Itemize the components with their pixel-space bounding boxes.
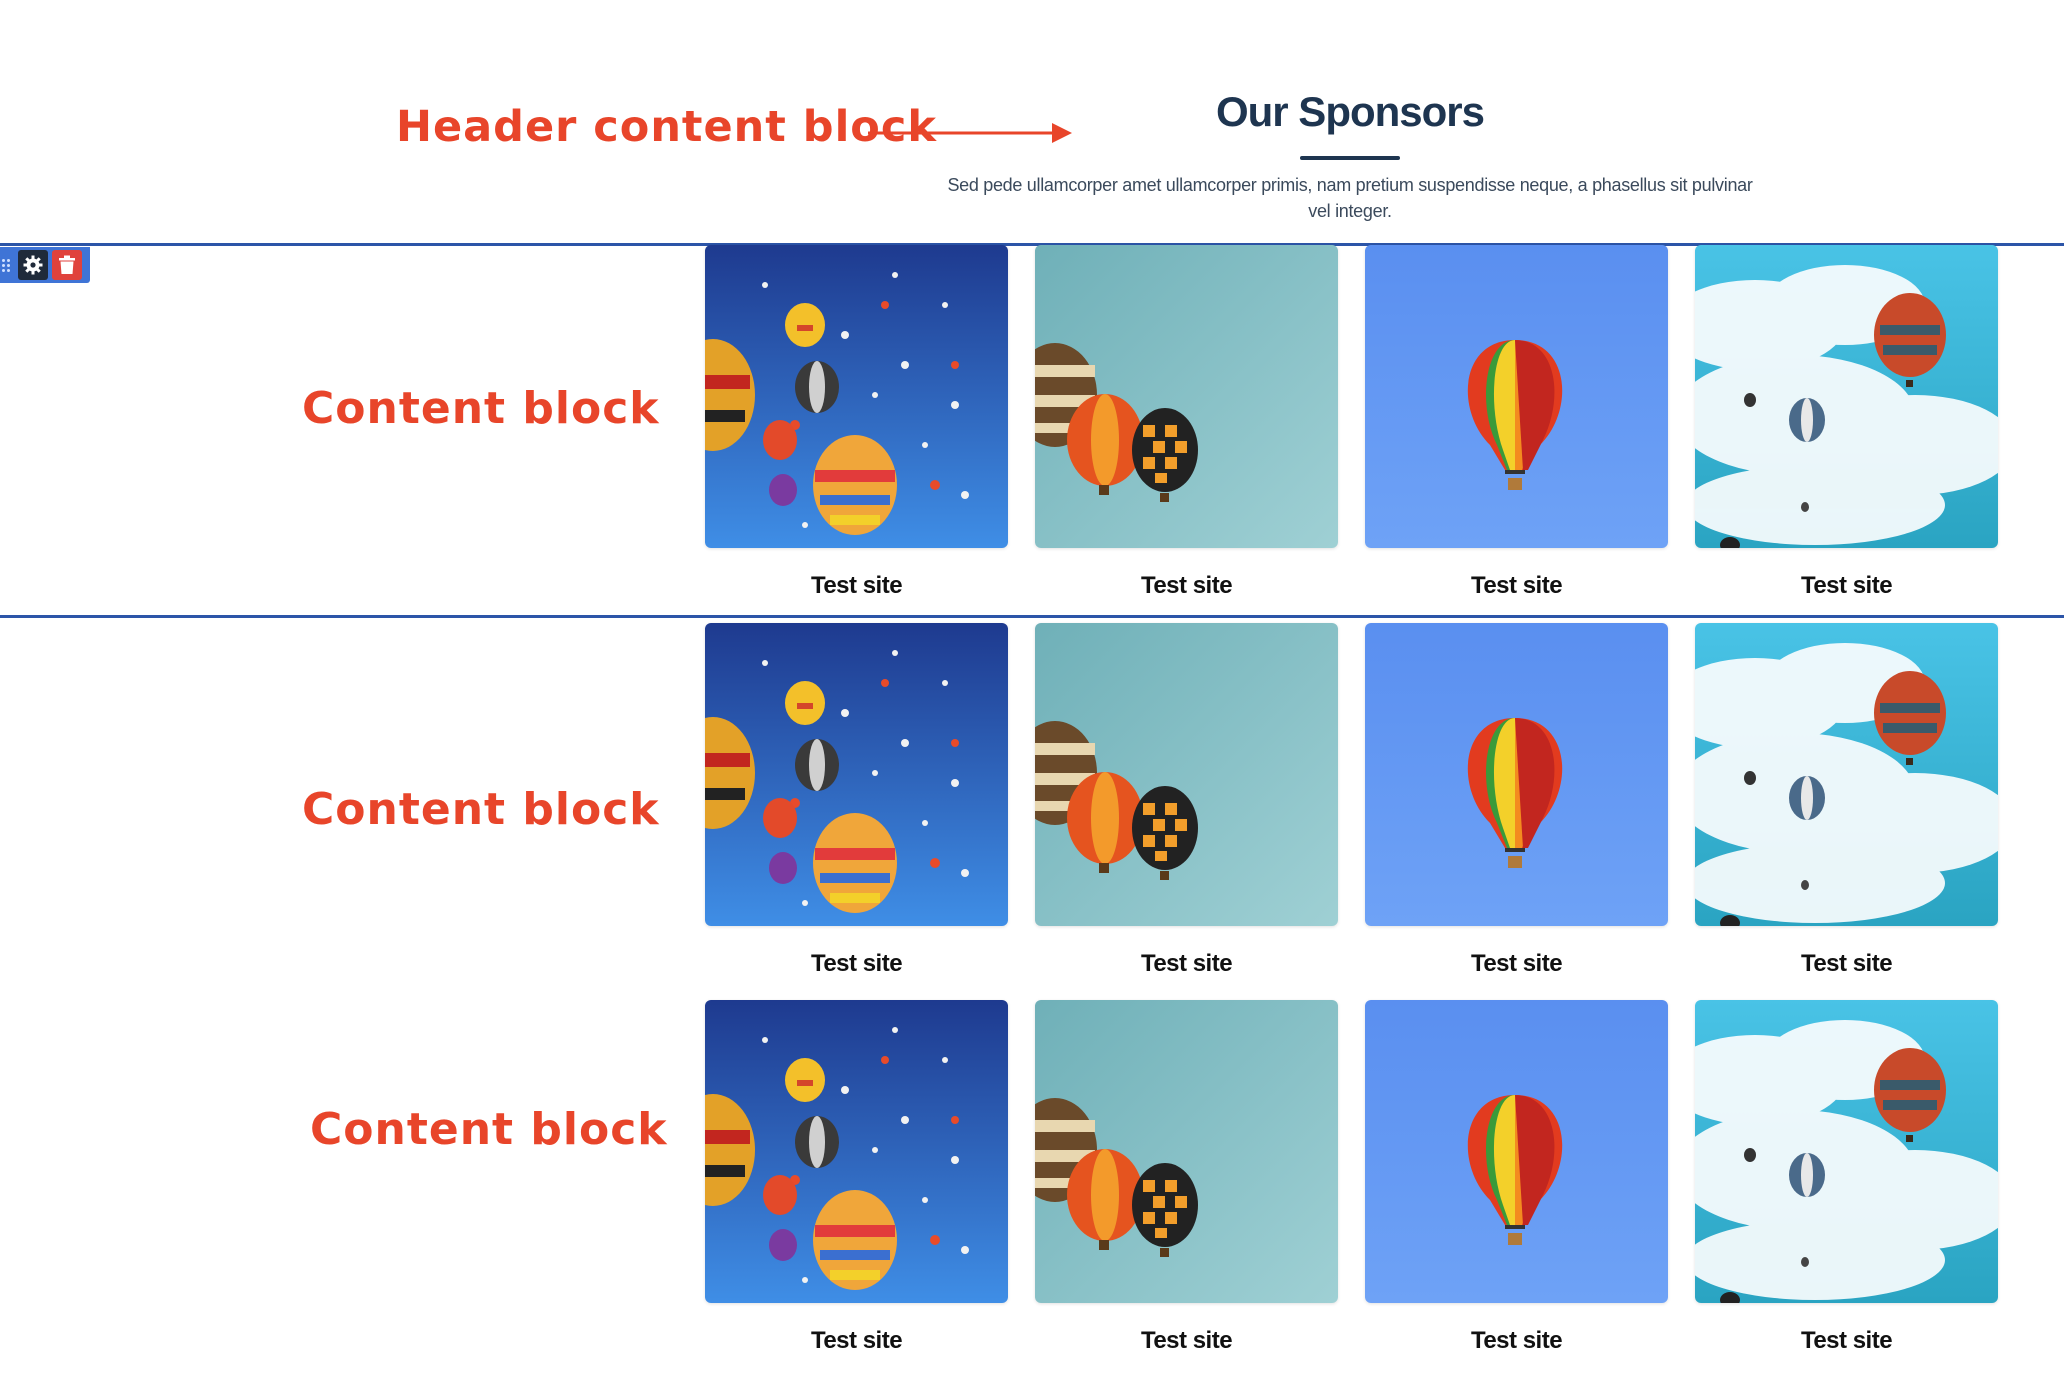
sponsor-card-label[interactable]: Test site <box>1140 1327 1233 1354</box>
sponsor-card-image[interactable] <box>705 623 1008 926</box>
three-balloons-teal-image <box>1035 245 1338 548</box>
sponsor-card-image[interactable] <box>705 1000 1008 1303</box>
selection-border-top <box>0 243 2064 246</box>
block-settings-button[interactable] <box>18 250 48 280</box>
sponsor-card-label[interactable]: Test site <box>1800 950 1893 977</box>
sponsor-card-image[interactable] <box>1695 245 1998 548</box>
sponsor-card-image[interactable] <box>1035 1000 1338 1303</box>
sponsor-card-label[interactable]: Test site <box>1140 950 1233 977</box>
description-line: vel integer. <box>1308 201 1392 221</box>
sponsor-card-image[interactable] <box>1035 623 1338 926</box>
section-title: Our Sponsors <box>1215 88 1485 135</box>
trash-icon <box>59 255 75 274</box>
content-block-annotation: Content block <box>302 383 660 434</box>
sponsor-card-image[interactable] <box>1695 623 1998 926</box>
description-line: Sed pede ullamcorper amet ullamcorper pr… <box>947 175 1753 195</box>
delete-block-button[interactable] <box>52 250 82 280</box>
balloon-festival-image <box>705 1000 1008 1303</box>
content-block-annotation: Content block <box>302 784 660 835</box>
three-balloons-teal-image <box>1035 1000 1338 1303</box>
drag-handle-icon[interactable] <box>0 251 14 279</box>
sponsor-card-label[interactable]: Test site <box>810 1327 903 1354</box>
sponsor-card-label[interactable]: Test site <box>1470 1327 1563 1354</box>
balloon-festival-image <box>705 623 1008 926</box>
single-balloon-blue-image <box>1365 623 1668 926</box>
single-balloon-blue-image <box>1365 245 1668 548</box>
balloon-festival-image <box>705 245 1008 548</box>
block-toolbar <box>0 247 90 283</box>
balloons-clouds-image <box>1695 245 1998 548</box>
balloons-clouds-image <box>1695 1000 1998 1303</box>
arrow-right-icon <box>868 123 1072 143</box>
sponsor-card-label[interactable]: Test site <box>1800 1327 1893 1354</box>
sponsor-card-label[interactable]: Test site <box>1140 572 1233 599</box>
sponsor-card-image[interactable] <box>705 245 1008 548</box>
section-description: Sed pede ullamcorper amet ullamcorper pr… <box>920 172 1780 224</box>
sponsor-card-label[interactable]: Test site <box>810 572 903 599</box>
three-balloons-teal-image <box>1035 623 1338 926</box>
single-balloon-blue-image <box>1365 1000 1668 1303</box>
balloons-clouds-image <box>1695 623 1998 926</box>
sponsor-card-image[interactable] <box>1695 1000 1998 1303</box>
gear-icon <box>23 255 43 275</box>
sponsor-card-image[interactable] <box>1365 623 1668 926</box>
sponsor-card-image[interactable] <box>1035 245 1338 548</box>
content-block-annotation: Content block <box>310 1104 668 1155</box>
sponsor-card-label[interactable]: Test site <box>1800 572 1893 599</box>
selection-border-bottom <box>0 615 2064 618</box>
sponsor-card-image[interactable] <box>1365 245 1668 548</box>
sponsor-card-label[interactable]: Test site <box>1470 572 1563 599</box>
sponsor-card-label[interactable]: Test site <box>810 950 903 977</box>
title-divider <box>1300 156 1400 160</box>
header-content-block-annotation: Header content block <box>396 102 937 152</box>
sponsor-card-label[interactable]: Test site <box>1470 950 1563 977</box>
sponsor-card-image[interactable] <box>1365 1000 1668 1303</box>
